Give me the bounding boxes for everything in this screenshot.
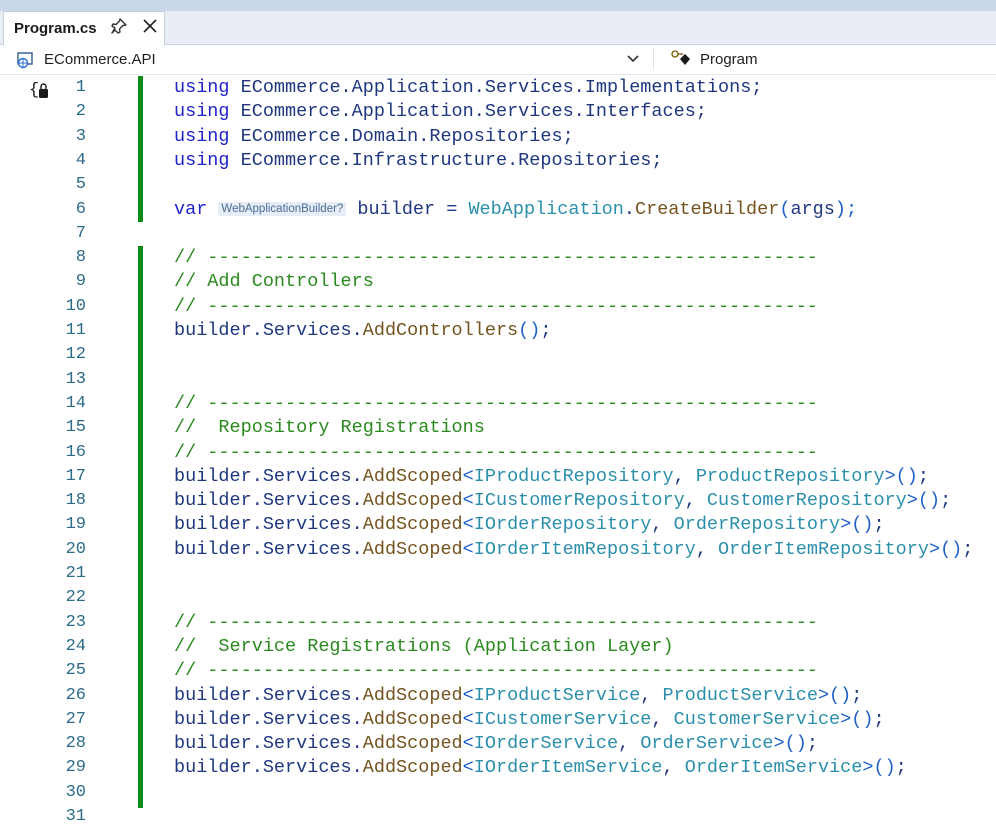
code-line[interactable]: builder.Services.AddScoped<IOrderReposit… [174,514,885,536]
code-line[interactable]: builder.Services.AddScoped<IProductServi… [174,684,863,706]
line-number: 24 [65,636,86,656]
code-comment[interactable]: // -------------------------------------… [174,295,818,317]
code-comment[interactable]: // Repository Registrations [174,417,485,439]
window-top-strip [0,0,996,11]
line-number: 22 [65,588,86,608]
code-comment[interactable]: // -------------------------------------… [174,660,818,682]
line-number: 8 [75,248,86,268]
project-icon [17,52,33,69]
close-icon[interactable] [142,18,158,34]
document-tab-bar: Program.cs [0,11,996,45]
line-number: 20 [65,539,86,559]
code-comment[interactable]: // -------------------------------------… [174,247,818,269]
line-number: 31 [65,807,86,826]
line-number: 1 [75,78,86,97]
line-number: 19 [65,515,86,535]
code-line[interactable]: using ECommerce.Application.Services.Imp… [174,77,763,98]
code-line[interactable]: builder.Services.AddControllers(); [174,320,552,341]
code-comment[interactable]: // -------------------------------------… [174,611,818,633]
line-number: 6 [75,199,86,219]
member-dropdown[interactable]: Program [700,51,758,68]
line-number: 23 [65,612,86,632]
code-line[interactable]: builder.Services.AddScoped<IProductRepos… [174,465,929,487]
line-number: 14 [65,393,86,413]
line-number: 26 [65,685,86,705]
code-line[interactable]: using ECommerce.Application.Services.Int… [174,101,707,123]
code-line[interactable]: var WebApplicationBuilder? builder = Web… [174,198,858,220]
nav-divider [653,48,654,70]
line-number: 13 [65,369,86,389]
code-comment[interactable]: // Service Registrations (Application La… [174,635,674,657]
line-number: 5 [75,175,86,195]
code-line[interactable]: builder.Services.AddScoped<ICustomerRepo… [174,490,952,512]
line-number: 18 [65,491,86,511]
code-line[interactable]: builder.Services.AddScoped<ICustomerServ… [174,708,885,730]
line-number: 15 [65,418,86,438]
code-line[interactable]: builder.Services.AddScoped<IOrderService… [174,733,818,755]
line-number: 28 [65,734,86,754]
line-number: 27 [65,709,86,729]
line-number: 9 [75,272,86,292]
line-number: 17 [65,466,86,486]
line-number: 10 [65,296,86,316]
change-indicator [138,246,143,808]
line-number: 4 [75,150,86,170]
line-number: 25 [65,661,86,681]
member-icon [671,50,690,65]
code-editor[interactable]: { 1 2 3 4 5 6 7 8 9 10 11 12 13 14 15 16… [0,76,996,827]
line-number: 16 [65,442,86,462]
svg-text:{: { [29,81,39,100]
code-comment[interactable]: // -------------------------------------… [174,392,818,414]
line-number: 3 [75,126,86,146]
code-comment[interactable]: // -------------------------------------… [174,441,818,463]
project-dropdown[interactable]: ECommerce.API [44,51,156,68]
line-number: 30 [65,782,86,802]
code-line[interactable]: using ECommerce.Infrastructure.Repositor… [174,149,663,171]
line-number: 11 [65,321,86,340]
line-number: 12 [65,345,86,365]
line-number: 21 [65,564,86,583]
change-indicator [138,76,143,222]
inlay-type-hint[interactable]: WebApplicationBuilder? [218,201,347,216]
chevron-down-icon[interactable] [626,53,640,65]
pin-icon[interactable] [110,17,128,37]
navigation-bar: ECommerce.API Program [0,45,996,75]
code-line[interactable]: builder.Services.AddScoped<IOrderItemRep… [174,538,974,560]
tab-program-cs[interactable]: Program.cs [3,11,165,45]
code-line[interactable]: using ECommerce.Domain.Repositories; [174,125,574,147]
line-number: 7 [75,223,86,243]
namespace-scope-icon[interactable]: { [29,79,53,101]
line-number: 29 [65,758,86,778]
code-line[interactable]: builder.Services.AddScoped<IOrderItemSer… [174,757,907,779]
tab-title: Program.cs [14,20,97,37]
line-number: 2 [75,102,86,122]
code-comment[interactable]: // Add Controllers [174,271,374,293]
